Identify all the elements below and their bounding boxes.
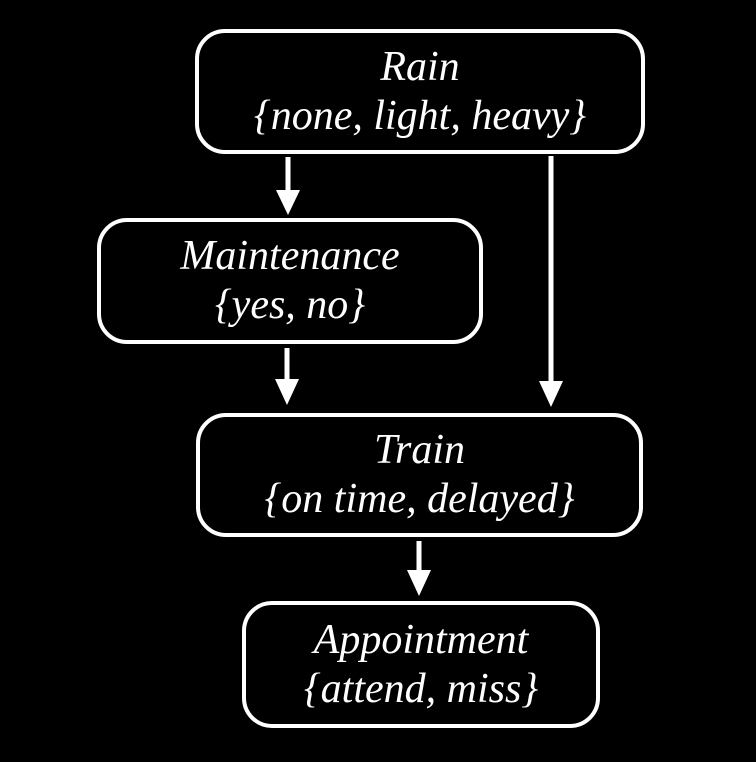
node-appointment-label: Appointment [313, 616, 529, 663]
arrowhead-icon [407, 570, 431, 596]
node-maintenance: Maintenance {yes, no} [97, 218, 483, 344]
arrowhead-icon [539, 381, 563, 407]
arrowhead-icon [275, 379, 299, 405]
arrowhead-icon [276, 190, 300, 215]
edge-rain-to-train [539, 156, 563, 407]
node-rain-label: Rain [380, 43, 460, 90]
node-train-values: {on time, delayed} [264, 476, 575, 522]
node-train: Train {on time, delayed} [196, 413, 643, 537]
node-appointment: Appointment {attend, miss} [242, 601, 600, 728]
node-appointment-values: {attend, miss} [303, 665, 539, 712]
node-maintenance-label: Maintenance [180, 233, 400, 279]
node-train-label: Train [373, 427, 466, 473]
node-maintenance-values: {yes, no} [214, 282, 366, 328]
node-rain-values: {none, light, heavy} [253, 92, 587, 139]
edge-rain-to-maintenance [276, 157, 300, 215]
node-rain: Rain {none, light, heavy} [195, 29, 645, 154]
edge-maintenance-to-train [275, 348, 299, 405]
edge-train-to-appointment [407, 541, 431, 596]
